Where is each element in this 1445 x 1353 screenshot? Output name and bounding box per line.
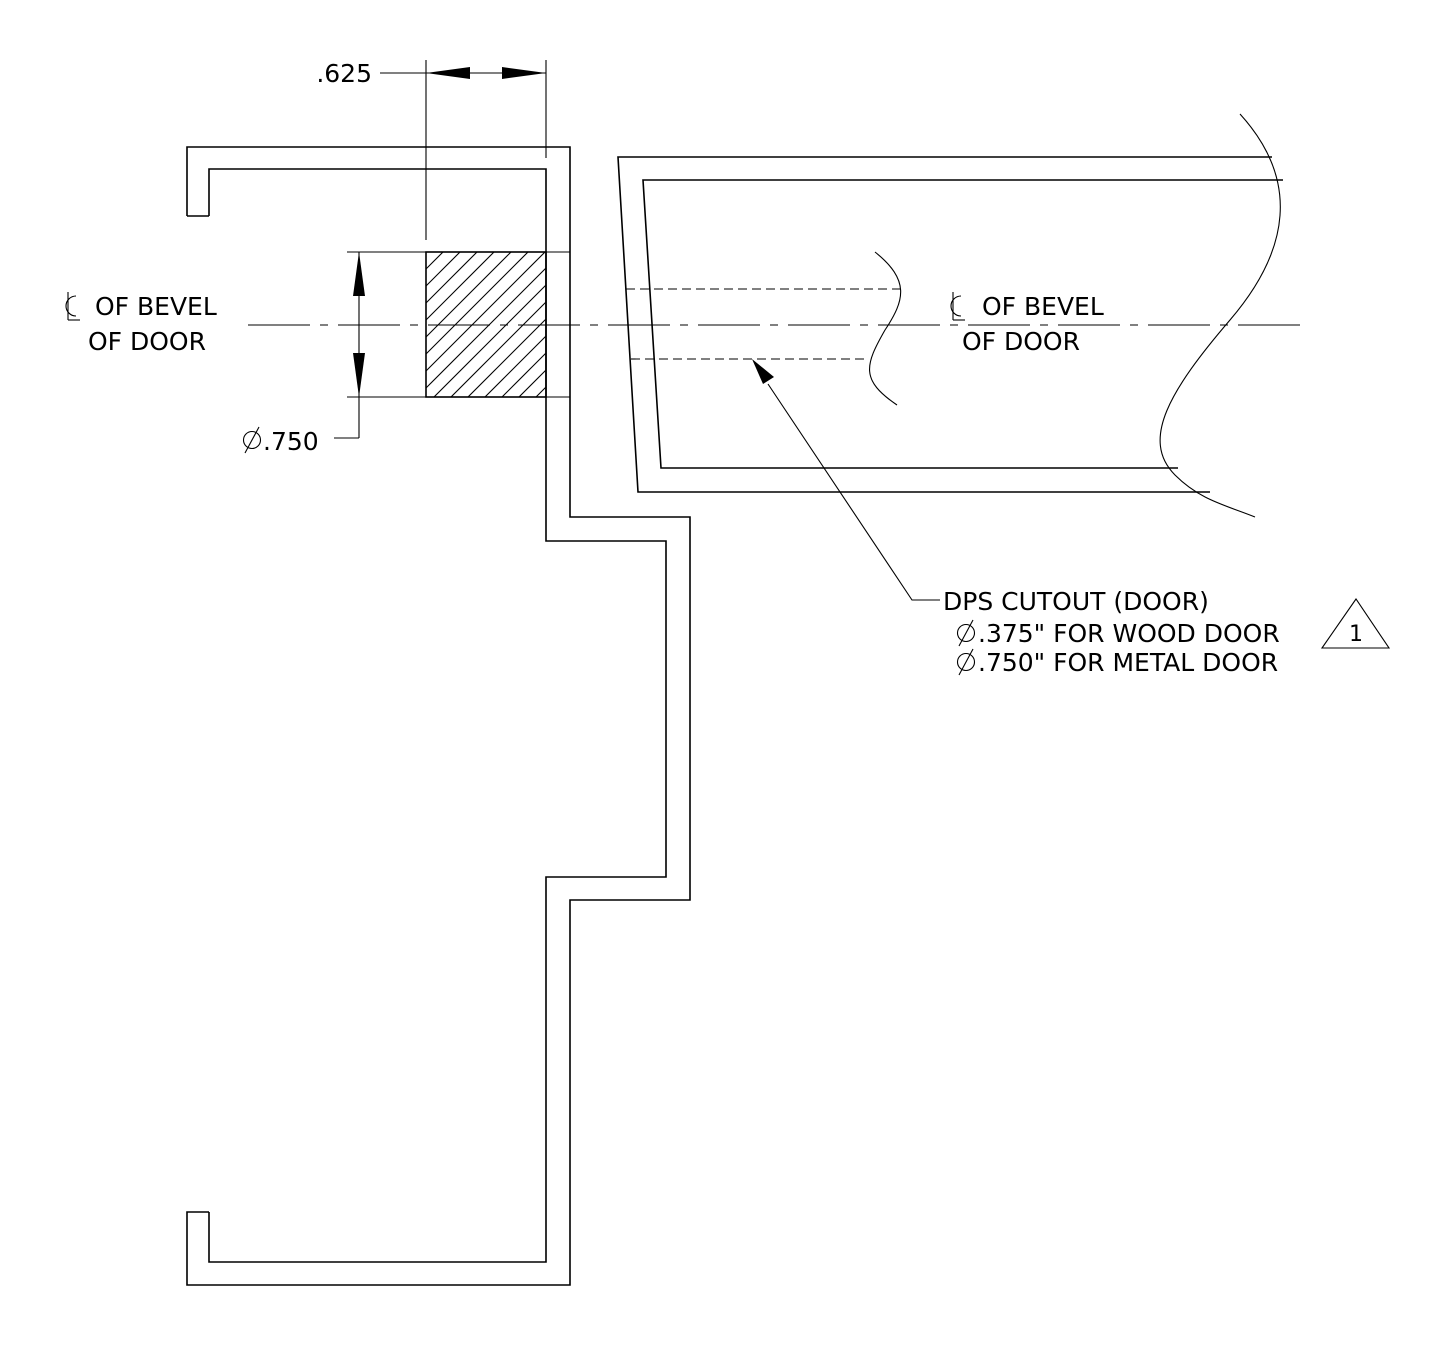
centerline-right-line1: OF BEVEL (982, 292, 1104, 321)
centerline-icon (65, 292, 80, 321)
centerline-left-line2: OF DOOR (88, 327, 206, 356)
diameter-icon (956, 648, 976, 676)
dim-750-arrow-top (353, 252, 365, 296)
hatch-line (518, 369, 546, 397)
frame-profile-outer (186, 146, 691, 1286)
hatch-line (426, 252, 495, 321)
hatch-line (501, 352, 546, 397)
centerline-icon (950, 292, 965, 321)
note-leader (767, 383, 940, 601)
note-line1: DPS CUTOUT (DOOR) (943, 587, 1209, 616)
note-leader-arrow (752, 359, 774, 384)
note-line3: .750" FOR METAL DOOR (978, 648, 1278, 677)
door-break-line (1159, 113, 1281, 518)
centerline-right-line2: OF DOOR (962, 327, 1080, 356)
revision-number: 1 (1349, 622, 1363, 647)
dim-750-arrow-bottom (353, 353, 365, 397)
diameter-icon (956, 619, 976, 647)
door-inner-edge (642, 179, 1283, 469)
dim-750-label: .750 (263, 427, 319, 456)
dim-625-arrow-right (502, 67, 546, 79)
dim-625-label: .625 (316, 59, 372, 88)
dim-625-arrow-left (426, 67, 470, 79)
hatch-line (426, 252, 461, 287)
revision-triangle-icon: 1 (1320, 598, 1391, 649)
door-cutout-break-line (869, 251, 902, 406)
frame-profile-inner (208, 168, 667, 1263)
hatch-line (426, 252, 478, 304)
centerline-left-line1: OF BEVEL (95, 292, 217, 321)
hatch-line (484, 335, 546, 397)
note-line2: .375" FOR WOOD DOOR (978, 619, 1280, 648)
diameter-icon (242, 426, 262, 454)
